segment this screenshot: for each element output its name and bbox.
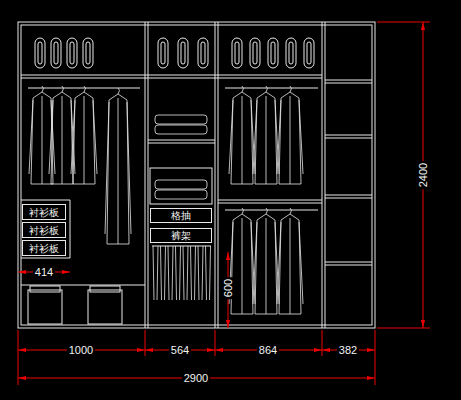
node-text: 衬衫板 [29,207,59,218]
dimension-text: 2900 [182,372,210,384]
shirt-board: 衬衫板 [22,204,66,220]
shirt-board: 衬衫板 [22,240,66,256]
node-text: 衬衫板 [29,243,59,254]
dimension-text: 600 [222,277,234,299]
dimension-lines [18,22,430,385]
door-handles [35,38,314,68]
shirt-board: 衬衫板 [22,222,66,238]
hanging-clothes [29,86,303,314]
dimension-text: 2400 [417,161,429,189]
dimension-text: 1000 [67,344,95,356]
drawer-box: 格抽 [150,208,212,223]
trouser-rack: 裤架 [150,228,212,243]
dimension-text: 864 [257,344,279,356]
node-text: 衬衫板 [29,225,59,236]
dimension-text: 564 [169,344,191,356]
wardrobe-frame [18,22,375,328]
dimension-text: 382 [337,344,359,356]
dimension-text: 414 [33,266,55,278]
dimension-arrows [18,22,425,380]
node-text: 裤架 [171,230,191,241]
node-text: 格抽 [171,210,191,221]
